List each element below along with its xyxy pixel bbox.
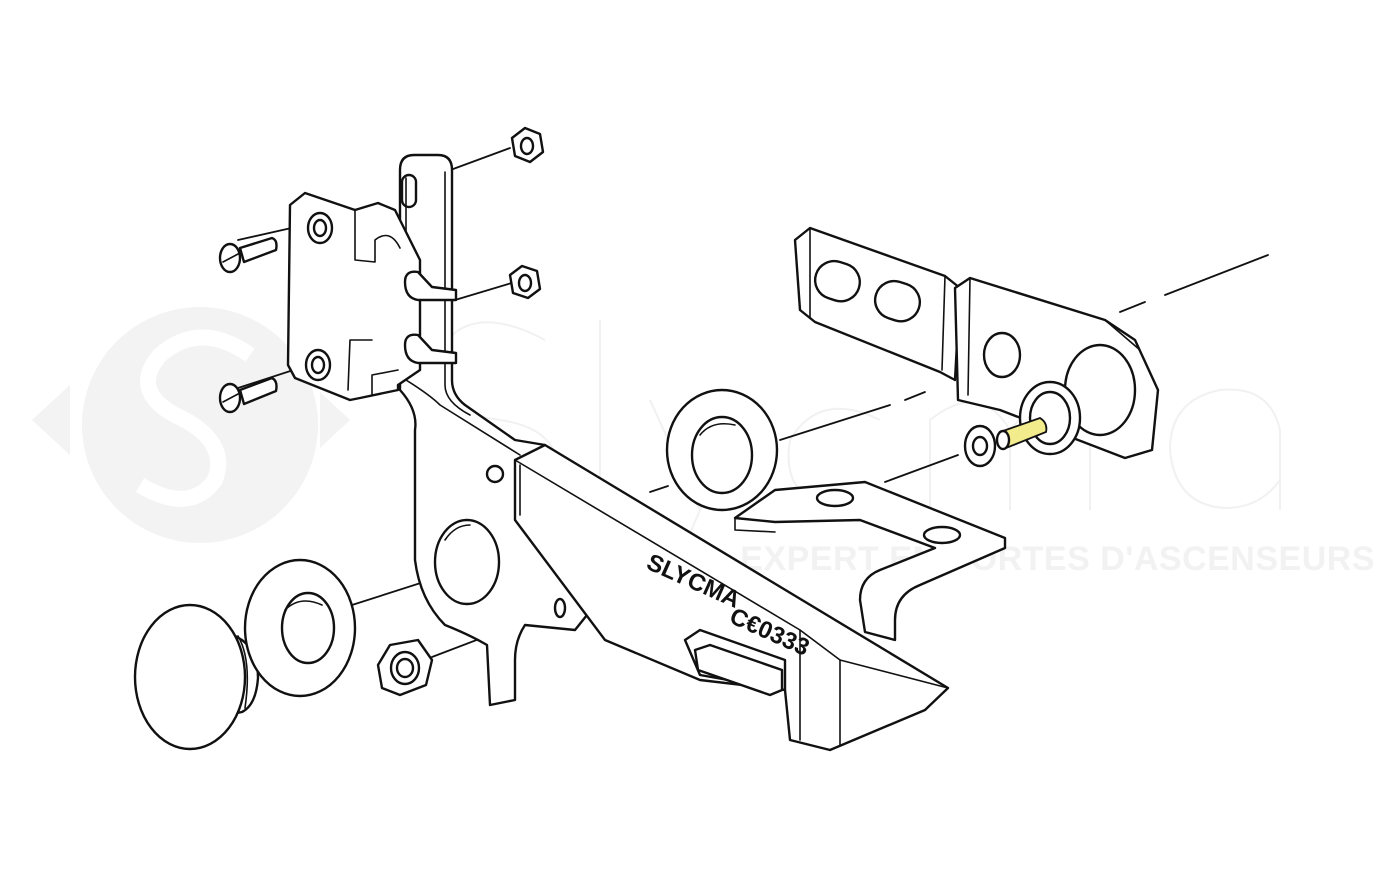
large-hole: [433, 518, 501, 606]
nut-lower: [376, 638, 434, 697]
microswitch: [286, 191, 458, 402]
switch-hole-top: [306, 211, 334, 245]
pin-hole: [553, 597, 567, 619]
roller-pin-assembly: [995, 380, 1082, 456]
main-bracket: [398, 153, 605, 707]
screw-bottom: [218, 376, 278, 414]
highlighted-pin: [998, 417, 1048, 450]
nut-top: [510, 126, 545, 164]
slot-left: [813, 259, 862, 303]
knob: [133, 603, 260, 751]
angle-hole-right: [922, 525, 962, 545]
watermark-logo-icon: [32, 307, 350, 543]
washer-center: [665, 388, 779, 512]
slotted-plate: [793, 226, 962, 382]
watermark-tagline: EXPERT EN PORTES D'ASCENSEURS: [740, 540, 1375, 578]
slot-top: [400, 173, 418, 209]
switch-hole-bottom: [304, 348, 332, 382]
hole-plate: [953, 276, 1160, 460]
watermark: EXPERT EN PORTES D'ASCENSEURS: [32, 307, 1375, 581]
cam-block: SLYCMA C€0333: [513, 443, 950, 752]
angle-hole-left: [815, 488, 855, 508]
screw-top: [218, 236, 278, 274]
small-washer-right: [963, 424, 997, 468]
angle-bracket: [733, 480, 1007, 642]
slot-right: [873, 279, 922, 323]
small-hole: [485, 464, 505, 484]
washer-lower: [243, 558, 357, 698]
plate-small-hole: [982, 331, 1022, 379]
nut-middle: [508, 264, 542, 300]
